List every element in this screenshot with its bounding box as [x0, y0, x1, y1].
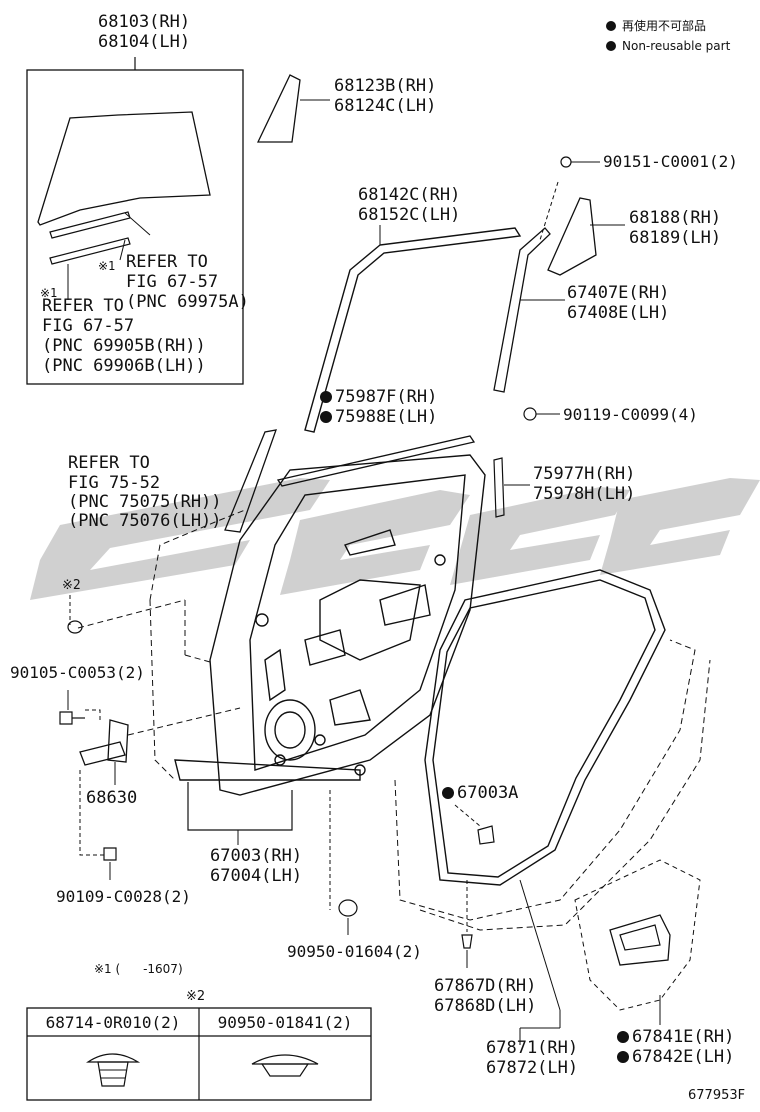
label-67842e: 67842E(LH): [617, 1047, 734, 1067]
label-67868d: 67868D(LH): [434, 996, 537, 1016]
ref-75-52-line1: REFER TO: [68, 453, 150, 473]
label-75977h: 75977H(RH): [533, 464, 636, 484]
ref-75-52-line2: FIG 75-52: [68, 473, 161, 493]
ref-67-57a-line1: REFER TO: [126, 252, 208, 272]
label-67003: 67003(RH): [210, 846, 303, 866]
label-67842e-text: 67842E(LH): [632, 1047, 735, 1067]
label-90119: 90119-C0099(4): [563, 405, 698, 424]
label-68104: 68104(LH): [98, 32, 191, 52]
label-68189: 68189(LH): [629, 228, 722, 248]
label-75978h: 75978H(LH): [533, 484, 636, 504]
label-68123b: 68123B(RH): [334, 76, 437, 96]
label-75987f: 75987F(RH): [320, 387, 437, 407]
ref-67-57b-line3: (PNC 69905B(RH)): [42, 336, 206, 356]
label-68142c: 68142C(RH): [358, 185, 461, 205]
label-68188: 68188(RH): [629, 208, 722, 228]
label-67872: 67872(LH): [486, 1058, 579, 1078]
label-mark-2: ※2: [62, 578, 81, 593]
label-90105: 90105-C0053(2): [10, 663, 145, 682]
label-67841e-text: 67841E(RH): [632, 1027, 735, 1047]
door-weatherstrip: [424, 569, 666, 886]
label-67003a-text: 67003A: [457, 783, 519, 803]
ref-67-57a-line3: (PNC 69975A): [126, 292, 249, 312]
label-67867d: 67867D(RH): [434, 976, 537, 996]
ref-75-52-line3: (PNC 75075(RH)): [68, 492, 222, 512]
label-67003a: 67003A: [442, 783, 518, 803]
diagram-code: 677953F: [688, 1088, 746, 1103]
label-75987f-text: 75987F(RH): [335, 387, 438, 407]
label-67841e: 67841E(RH): [617, 1027, 734, 1047]
legend-en-text: Non-reusable part: [622, 39, 731, 53]
table-header-90950-01841: 90950-01841(2): [217, 1013, 353, 1032]
ref-67-57b-mark: ※1: [40, 286, 58, 300]
note-2: ※2: [186, 989, 206, 1004]
label-67407e: 67407E(RH): [567, 283, 670, 303]
label-75988e-text: 75988E(LH): [335, 407, 438, 427]
non-reusable-dot-icon: [617, 1051, 629, 1063]
legend-en: Non-reusable part: [606, 39, 730, 53]
bullet-icon: [606, 21, 616, 31]
watermark-logo: [30, 478, 760, 600]
ref-75-52-line4: (PNC 75076(LH)): [68, 511, 222, 531]
label-67408e: 67408E(LH): [567, 303, 670, 323]
legend-jp-text: 再使用不可部品: [622, 19, 707, 33]
ref-67-57a-mark: ※1: [98, 259, 116, 273]
ref-67-57b-line1: REFER TO: [42, 296, 124, 316]
label-90109: 90109-C0028(2): [56, 887, 191, 906]
non-reusable-dot-icon: [320, 391, 332, 403]
non-reusable-dot-icon: [442, 787, 454, 799]
label-68152c: 68152C(LH): [358, 205, 461, 225]
label-67871: 67871(RH): [486, 1038, 579, 1058]
non-reusable-dot-icon: [320, 411, 332, 423]
note-1: ※1 ( -1607): [94, 962, 183, 976]
door-panel: [174, 454, 486, 796]
label-67004: 67004(LH): [210, 866, 303, 886]
non-reusable-dot-icon: [617, 1031, 629, 1043]
label-90151: 90151-C0001(2): [603, 152, 738, 171]
label-68630: 68630: [86, 788, 138, 808]
label-68124c: 68124C(LH): [334, 96, 437, 116]
table-header-68714: 68714-0R010(2): [45, 1013, 181, 1032]
label-68103: 68103(RH): [98, 12, 191, 32]
label-75988e: 75988E(LH): [320, 407, 437, 427]
ref-67-57a-line2: FIG 67-57: [126, 272, 219, 292]
ref-67-57b-line2: FIG 67-57: [42, 316, 135, 336]
bullet-icon: [606, 41, 616, 51]
legend-jp: 再使用不可部品: [606, 19, 706, 33]
ref-67-57b-line4: (PNC 69906B(LH)): [42, 356, 206, 376]
label-90950-01604: 90950-01604(2): [287, 942, 422, 961]
